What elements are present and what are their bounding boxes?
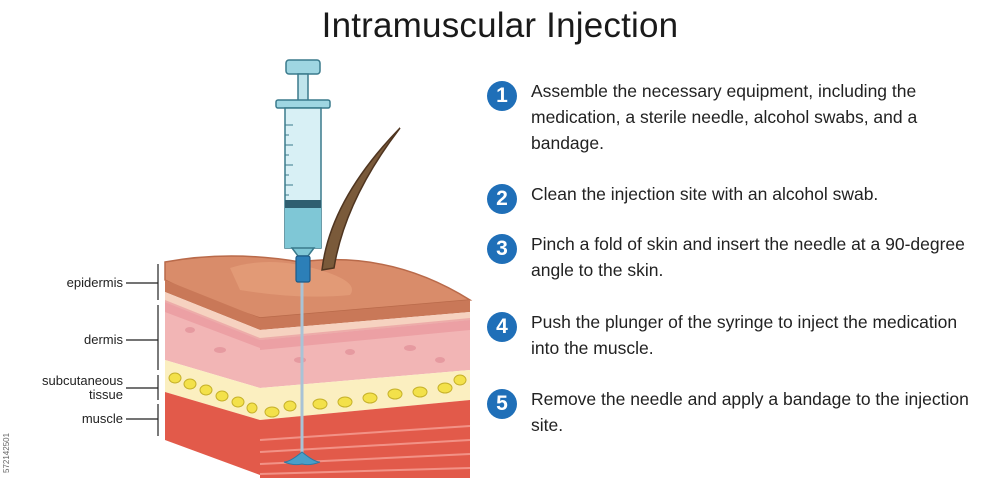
step-number-badge: 3 <box>487 234 517 264</box>
step-3: 3 Pinch a fold of skin and insert the ne… <box>487 231 981 283</box>
step-2: 2 Clean the injection site with an alcoh… <box>487 181 981 214</box>
epidermis-layer <box>165 280 260 330</box>
step-number-badge: 5 <box>487 389 517 419</box>
step-number-badge: 1 <box>487 81 517 111</box>
syringe <box>275 59 331 283</box>
label-muscle: muscle <box>81 411 123 426</box>
label-subcutaneous: subcutaneous tissue <box>42 373 123 402</box>
step-1: 1 Assemble the necessary equipment, incl… <box>487 78 981 156</box>
step-4: 4 Push the plunger of the syringe to inj… <box>487 309 981 361</box>
step-number-badge: 2 <box>487 184 517 214</box>
side-id: 572142501 <box>2 432 11 473</box>
page-title: Intramuscular Injection <box>321 6 679 45</box>
injected-medication <box>283 451 321 466</box>
step-text: Push the plunger of the syringe to injec… <box>531 312 958 358</box>
skin-block <box>164 255 473 478</box>
step-number-badge: 4 <box>487 312 517 342</box>
muscle-layer <box>165 392 260 475</box>
step-5: 5 Remove the needle and apply a bandage … <box>487 386 981 438</box>
step-text: Remove the needle and apply a bandage to… <box>531 389 969 435</box>
step-text: Assemble the necessary equipment, includ… <box>531 81 918 153</box>
label-dermis: dermis <box>83 332 123 347</box>
step-text: Pinch a fold of skin and insert the need… <box>531 234 965 280</box>
label-epidermis: epidermis <box>66 275 123 290</box>
hair <box>321 127 401 271</box>
step-text: Clean the injection site with an alcohol… <box>531 184 879 204</box>
dermis-layer <box>165 302 260 388</box>
